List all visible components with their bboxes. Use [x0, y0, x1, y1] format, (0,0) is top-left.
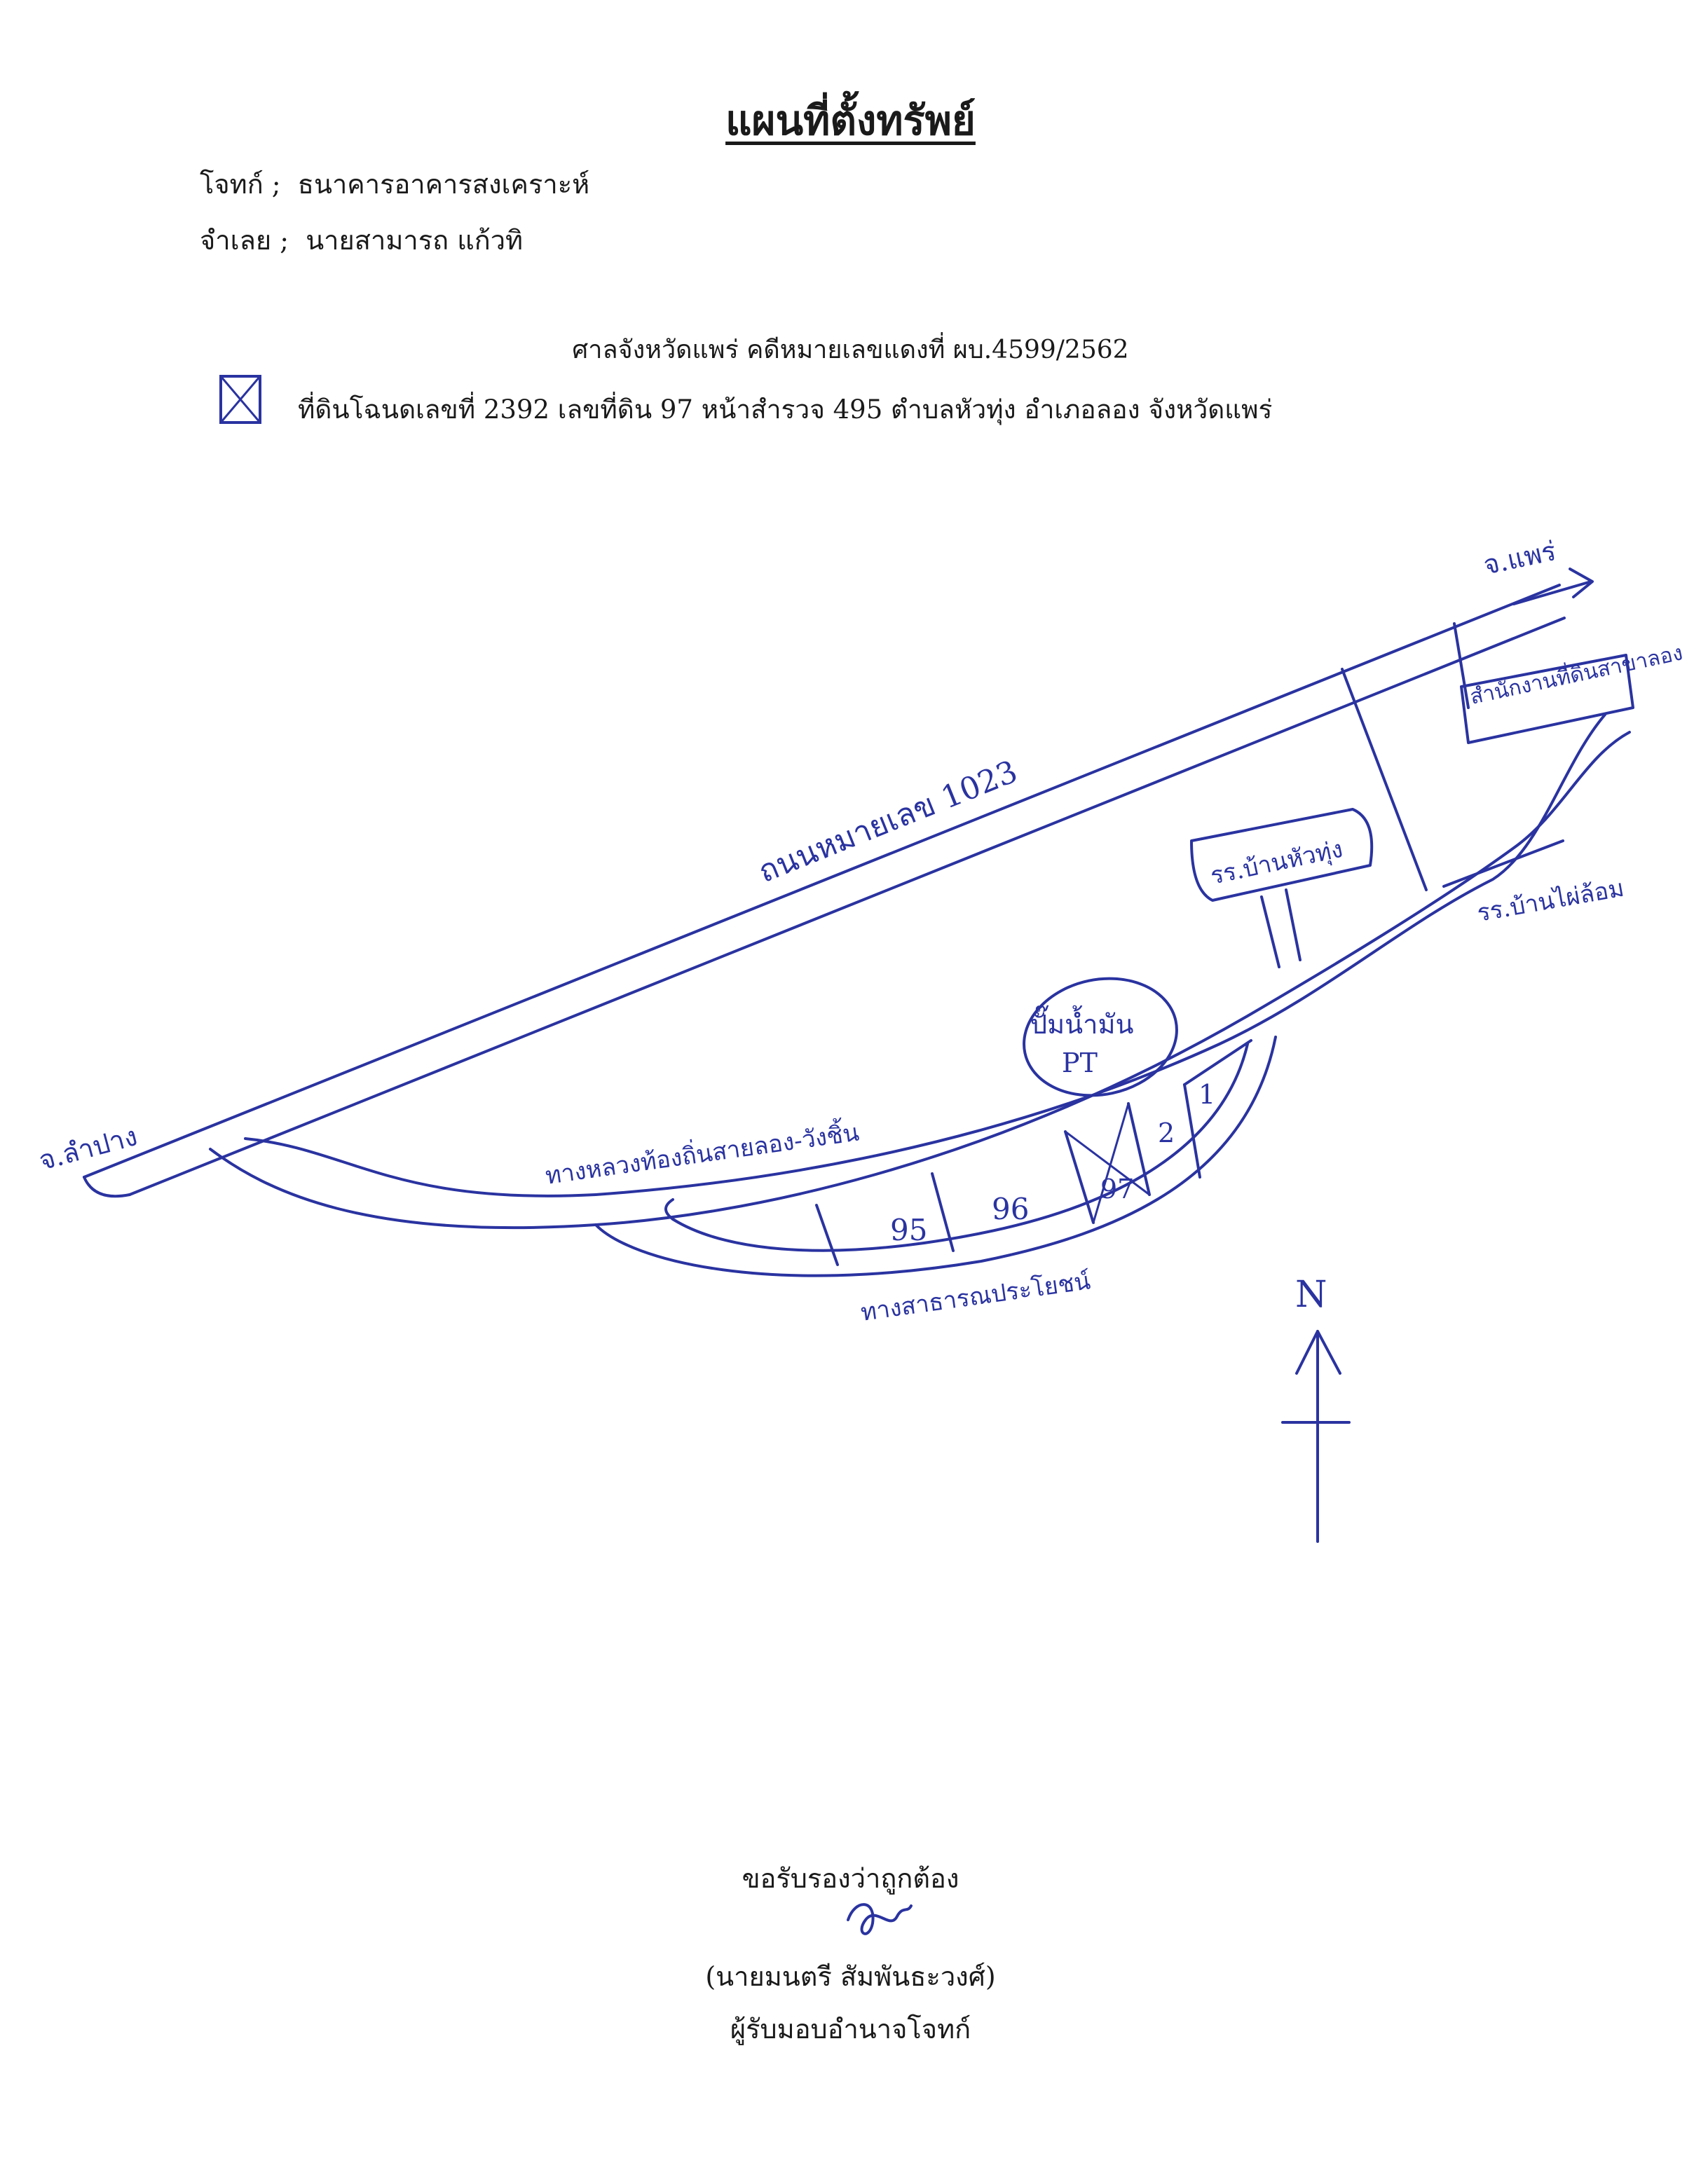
- land-office-label: สำนักงานที่ดินสาขาลอง: [1468, 638, 1686, 709]
- parcels: [815, 1039, 1252, 1266]
- signature-icon: [847, 1903, 913, 1935]
- gas-station-label: ปั๊มน้ำมัน: [1030, 1005, 1134, 1040]
- school-phai-lom-label: รร.บ้านไผ่ล้อม: [1475, 874, 1627, 928]
- signer-name: (นายมนตรี สัมพันธะวงศ์): [705, 1961, 996, 1992]
- to-lampang-label: จ.ลำปาง: [36, 1120, 141, 1176]
- parcel-2-label: 2: [1158, 1118, 1175, 1148]
- parcel-96-label: 96: [992, 1192, 1029, 1226]
- court-case-number: ศาลจังหวัดแพร่ คดีหมายเลขแดงที่ ผบ.4599/…: [572, 336, 1129, 364]
- signer-role: ผู้รับมอบอำนาจโจทก์: [730, 2014, 971, 2045]
- land-office-box: [1460, 654, 1634, 744]
- parcel-97-label: 97: [1100, 1174, 1134, 1204]
- public-road: [594, 1036, 1277, 1277]
- certification-text: ขอรับรองว่าถูกต้อง: [742, 1863, 959, 1894]
- highway-1023: [83, 584, 1566, 1198]
- gas-station-outline: [1023, 977, 1178, 1097]
- public-road-label: ทางสาธารณประโยชน์: [859, 1267, 1093, 1327]
- north-label: N: [1295, 1274, 1327, 1316]
- school-access-road: [1260, 888, 1302, 968]
- arrow-to-phrae-icon: [1512, 568, 1594, 605]
- defendant-line: จำเลย ; นายสามารถ แก้วทิ: [200, 219, 523, 261]
- rural-road-label: ทางหลวงท้องถิ่นสายลอง-วังชิ้น: [543, 1115, 861, 1190]
- defendant-label: จำเลย ;: [200, 225, 289, 256]
- school-hua-thung-box: [1190, 808, 1374, 902]
- defendant-name: นายสามารถ แก้วทิ: [306, 225, 524, 256]
- rural-road: [209, 713, 1631, 1230]
- plaintiff-name: ธนาคารอาคารสงเคราะห์: [297, 169, 590, 200]
- page-title: แผนที่ตั้งทรัพย์: [725, 97, 976, 144]
- parcel-95-label: 95: [890, 1213, 927, 1247]
- plaintiff-line: โจทก์ ; ธนาคารอาคารสงเคราะห์: [200, 163, 589, 205]
- parcel-1-label: 1: [1198, 1079, 1215, 1110]
- plaintiff-label: โจทก์ ;: [200, 169, 281, 200]
- north-arrow-icon: [1281, 1330, 1351, 1543]
- deed-description: ที่ดินโฉนดเลขที่ 2392 เลขที่ดิน 97 หน้าส…: [298, 394, 1273, 425]
- to-phrae-label: จ.แพร่: [1481, 535, 1559, 581]
- land-office-block: [1341, 668, 1428, 891]
- parcel-legend-icon: [219, 375, 261, 424]
- highway-label: ถนนหมายเลข 1023: [753, 754, 1023, 891]
- gas-station-brand: PT: [1062, 1048, 1098, 1078]
- side-road-land-office: [1442, 622, 1564, 888]
- school-hua-thung-label: รร.บ้านหัวทุ่ง: [1208, 835, 1346, 891]
